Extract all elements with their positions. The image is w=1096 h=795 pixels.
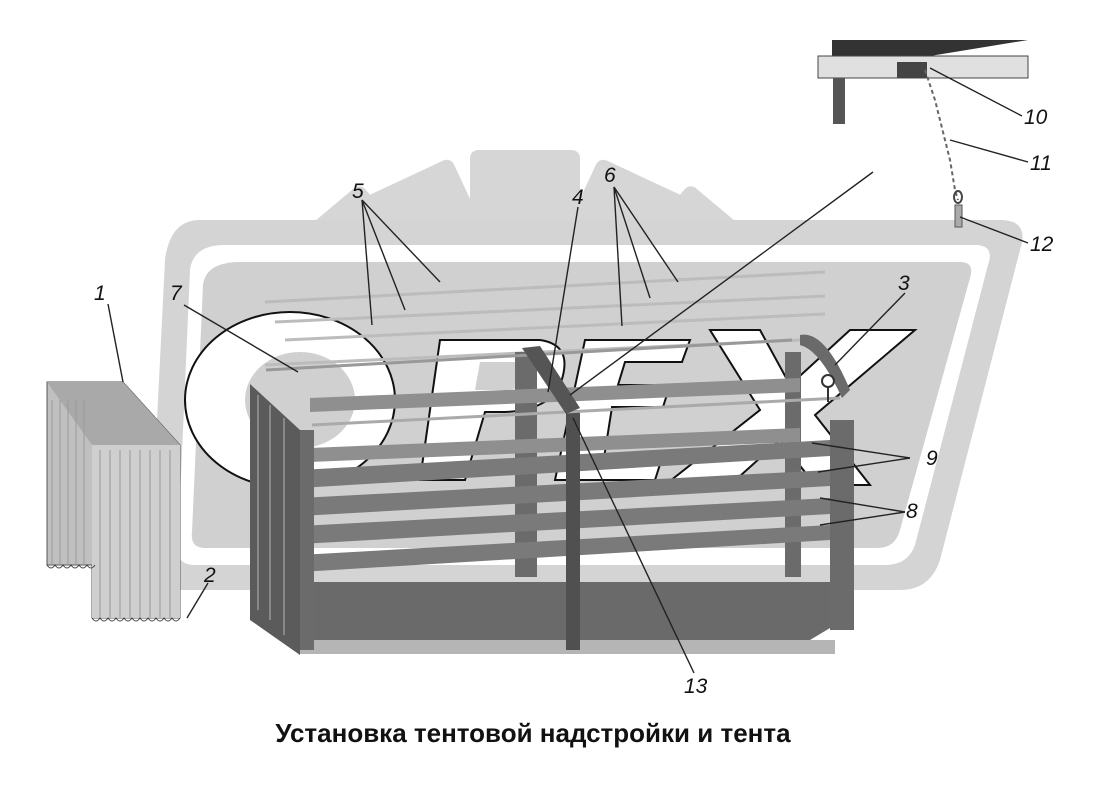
callout-7: 7 <box>170 282 183 305</box>
callout-1: 1 <box>94 282 106 305</box>
callout-labels: 1 2 3 4 5 6 7 8 9 10 11 12 13 <box>94 106 1054 698</box>
callout-2: 2 <box>203 564 216 587</box>
callout-9: 9 <box>926 447 938 470</box>
callout-11: 11 <box>1030 152 1052 175</box>
callout-12: 12 <box>1030 233 1054 256</box>
callout-6: 6 <box>604 164 616 187</box>
callout-13: 13 <box>684 675 708 698</box>
body-frame <box>250 334 854 655</box>
figure-caption: Установка тентовой надстройки и тента <box>275 718 791 748</box>
callout-3: 3 <box>898 272 910 295</box>
leader-lines <box>107 67 1029 674</box>
tarp <box>46 381 181 622</box>
callout-8: 8 <box>906 500 918 523</box>
callout-4: 4 <box>572 186 584 209</box>
callout-10: 10 <box>1024 106 1048 129</box>
mount-detail <box>817 40 1029 228</box>
callout-5: 5 <box>352 180 364 203</box>
